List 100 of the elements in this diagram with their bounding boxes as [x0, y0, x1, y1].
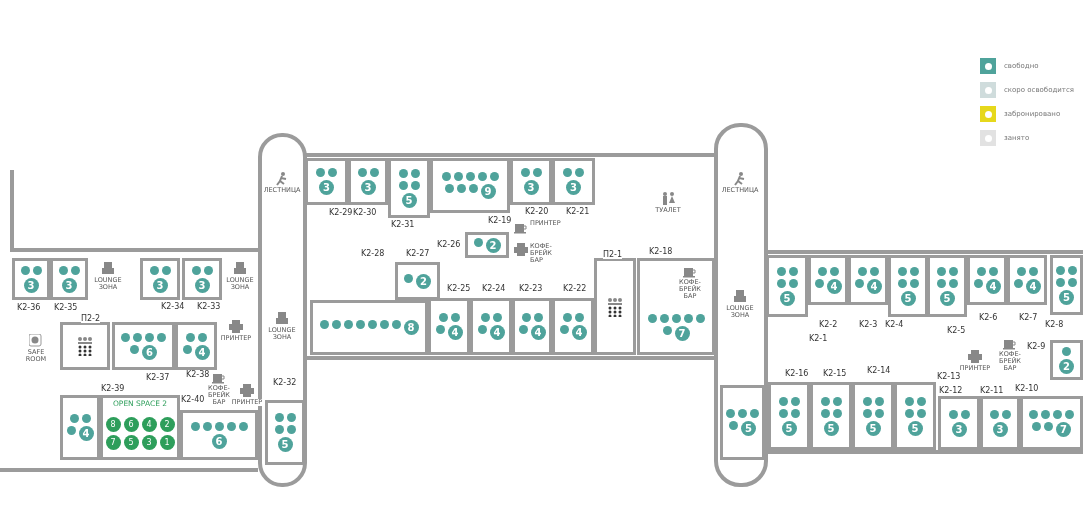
room-code: K2-34 [160, 302, 186, 311]
capacity-badge: 5 [741, 421, 756, 436]
room-code: K2-6 [978, 313, 999, 322]
room-code: П2-2 [81, 314, 101, 323]
room-code: K2-38 [185, 370, 211, 379]
office-room [980, 396, 1020, 450]
room-code: K2-5 [946, 326, 967, 335]
seat-number-badge: 8 [105, 417, 121, 432]
room-code: K2-4 [884, 320, 905, 329]
room-code: K2-29 [328, 208, 354, 217]
seat-number-badge: 3 [141, 435, 157, 450]
office-room [852, 382, 894, 450]
office-room [894, 382, 936, 450]
room-code: K2-8 [1044, 320, 1065, 329]
office-room [465, 232, 509, 258]
room-code: K2-10 [1014, 384, 1040, 393]
capacity-badge: 5 [939, 290, 955, 306]
office-room [428, 298, 470, 355]
room-code: K2-40 [180, 395, 206, 404]
capacity-badge: 3 [194, 277, 210, 293]
room-code: K2-24 [481, 284, 507, 293]
capacity-badge: 4 [194, 344, 210, 360]
room-code: K2-37 [145, 373, 171, 382]
office-room [175, 322, 217, 370]
office-room [552, 158, 595, 205]
room-code: K2-23 [518, 284, 544, 293]
office-room [1050, 255, 1083, 315]
capacity-badge: 3 [992, 421, 1008, 437]
open-space-area [100, 395, 180, 460]
office-room [512, 298, 552, 355]
room-code: K2-14 [866, 366, 892, 375]
room-code: K2-11 [979, 386, 1005, 395]
room-code: K2-32 [272, 378, 298, 387]
office-room [938, 396, 980, 450]
capacity-badge: 6 [211, 433, 227, 449]
room-code: K2-15 [822, 369, 848, 378]
office-room [180, 410, 258, 460]
office-room [50, 258, 88, 300]
office-room [766, 255, 808, 317]
capacity-badge: 9 [480, 184, 496, 199]
capacity-badge: 4 [866, 278, 882, 294]
room-code: K2-26 [436, 240, 462, 249]
room-code: П2-1 [603, 250, 623, 259]
capacity-badge: 5 [1059, 289, 1074, 305]
room-code: K2-21 [565, 207, 591, 216]
capacity-badge: 4 [571, 325, 587, 340]
capacity-badge: 2 [1059, 358, 1074, 374]
room-code: K2-19 [487, 216, 513, 225]
office-room [848, 255, 888, 305]
seat-number-badge: 6 [123, 417, 139, 432]
room-code: K2-9 [1026, 342, 1047, 351]
room-code: K2-18 [648, 247, 674, 256]
office-room [552, 298, 594, 355]
office-room [1050, 340, 1083, 380]
room-code: K2-39 [100, 384, 126, 393]
office-room [305, 158, 348, 205]
seat-number-badge: 1 [159, 435, 175, 450]
capacity-badge: 3 [152, 277, 168, 293]
office-room [140, 258, 180, 300]
capacity-badge: 3 [951, 421, 967, 437]
room-code: K2-20 [524, 207, 550, 216]
office-room [470, 298, 512, 355]
capacity-badge: 4 [447, 325, 463, 340]
room-code: K2-2 [818, 320, 839, 329]
capacity-badge: 4 [78, 426, 94, 441]
room-code: K2-13 [936, 372, 962, 381]
office-room [808, 255, 848, 305]
office-room [265, 400, 305, 465]
room-code: K2-1 [808, 334, 829, 343]
office-room [60, 395, 100, 460]
capacity-badge: 5 [865, 420, 881, 436]
office-room [810, 382, 852, 450]
capacity-badge: 2 [485, 237, 501, 253]
office-room [768, 382, 810, 450]
capacity-badge: 5 [401, 192, 417, 208]
office-room [888, 255, 928, 317]
room-code: K2-33 [196, 302, 222, 311]
office-room [1007, 255, 1047, 305]
office-room [430, 158, 510, 213]
capacity-badge: 5 [779, 290, 795, 306]
office-room [927, 255, 967, 317]
office-room [395, 262, 440, 300]
office-room [310, 300, 428, 355]
seat-number-badge: 2 [159, 417, 175, 432]
capacity-badge: 5 [781, 420, 797, 436]
office-room [637, 258, 715, 355]
capacity-badge: 7 [1056, 421, 1071, 437]
office-room [12, 258, 50, 300]
room-code: K2-28 [360, 249, 386, 258]
room-code: K2-3 [858, 320, 879, 329]
office-room [1020, 396, 1083, 450]
office-room [112, 322, 175, 370]
capacity-badge: 6 [142, 344, 157, 360]
capacity-badge: 3 [319, 180, 334, 195]
room-code: K2-30 [352, 208, 378, 217]
office-room [720, 385, 765, 460]
room-code: K2-36 [16, 303, 42, 312]
office-room [348, 158, 388, 205]
capacity-badge: 7 [674, 325, 690, 341]
capacity-badge: 3 [566, 180, 581, 195]
